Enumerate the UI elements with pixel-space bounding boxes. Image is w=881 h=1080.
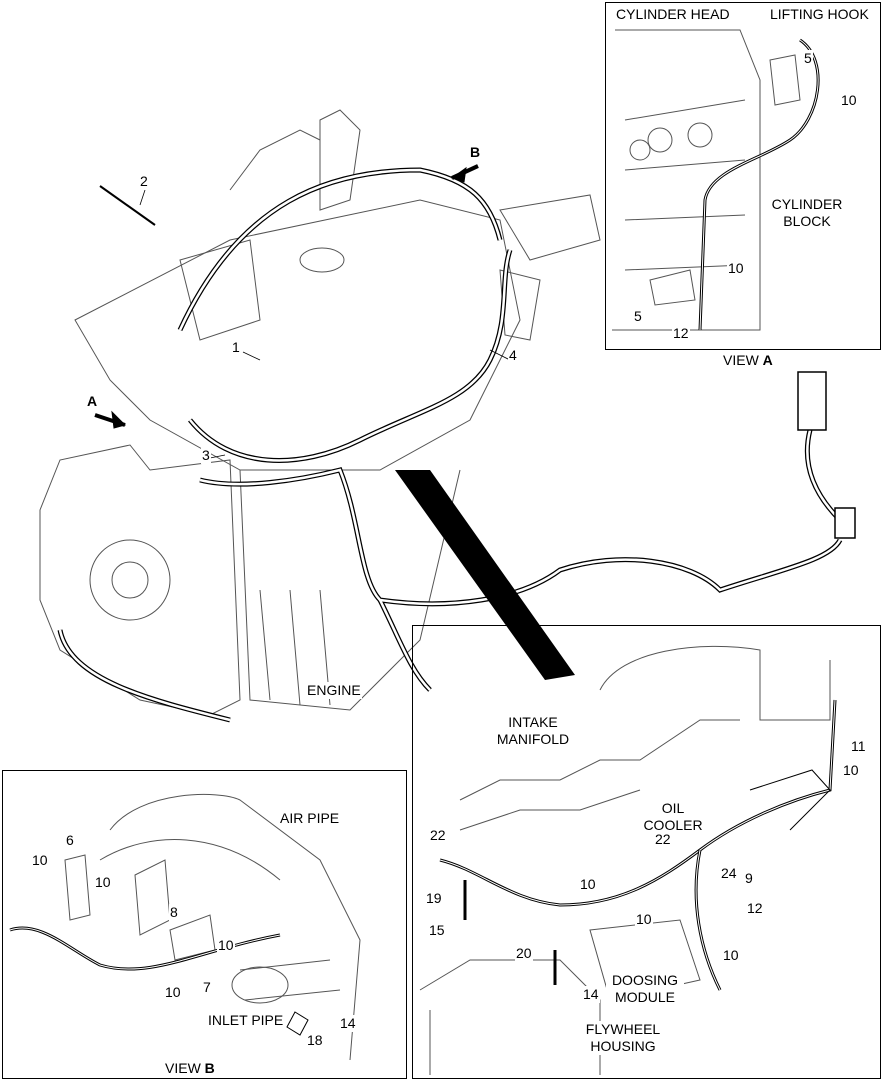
part-label: 10	[579, 876, 597, 893]
part-label: 5	[803, 50, 813, 67]
part-label: 4	[508, 347, 518, 364]
part-label: 12	[746, 900, 764, 917]
detail-artwork	[419, 645, 831, 1075]
label-line: INTAKE	[508, 714, 558, 730]
part-label: 10	[842, 762, 860, 779]
view-title-letter: A	[762, 352, 773, 368]
part-label: 10	[727, 260, 745, 277]
view-a-frame	[605, 2, 881, 350]
view-a-marker: A	[86, 393, 99, 410]
part-label: 9	[744, 870, 754, 887]
label-line: HOUSING	[590, 1038, 656, 1054]
part-label: 24	[720, 865, 738, 882]
part-label: 10	[164, 984, 182, 1001]
view-b-title: VIEW B	[164, 1060, 216, 1077]
detail-frame	[412, 625, 881, 1079]
connector	[797, 371, 827, 431]
label-line: CYLINDER	[771, 196, 843, 212]
part-label: 19	[425, 890, 443, 907]
view-title-prefix: VIEW	[165, 1060, 201, 1076]
inlet-pipe-label: INLET PIPE	[207, 1012, 285, 1029]
part-label: 20	[515, 945, 533, 962]
part-label: 14	[339, 1015, 357, 1032]
view-title-prefix: VIEW	[723, 352, 759, 368]
view-a-artwork	[612, 29, 801, 331]
label-line: MODULE	[615, 989, 675, 1005]
view-b-frame	[2, 770, 407, 1079]
cylinder-head-label: CYLINDER HEAD	[615, 6, 731, 23]
part-label: 18	[306, 1032, 324, 1049]
part-label: 10	[217, 937, 235, 954]
part-label: 2	[139, 173, 149, 190]
engine-label: ENGINE	[306, 682, 362, 699]
part-label: 7	[202, 979, 212, 996]
part-label: 11	[850, 738, 867, 755]
part-label: 15	[428, 922, 446, 939]
view-b-marker: B	[469, 144, 482, 161]
part-label: 10	[722, 947, 740, 964]
cable-tie	[99, 185, 156, 226]
part-label: 6	[65, 832, 75, 849]
view-a-title: VIEW A	[722, 352, 774, 369]
view-title-letter: B	[204, 1060, 215, 1076]
label-line: OIL	[661, 800, 685, 816]
label-line: COOLER	[643, 817, 703, 833]
part-label: 22	[429, 827, 447, 844]
label-line: DOOSING	[611, 972, 679, 988]
part-label: 10	[635, 911, 653, 928]
part-label: 12	[672, 325, 690, 342]
part-label: 14	[582, 986, 600, 1003]
part-label: 10	[31, 852, 49, 869]
part-label: 5	[633, 308, 643, 325]
air-pipe-label: AIR PIPE	[279, 810, 341, 827]
part-label: 8	[169, 904, 179, 921]
engine-outline	[39, 109, 601, 716]
lifting-hook-label: LIFTING HOOK	[769, 6, 870, 23]
part-label: 10	[840, 92, 858, 109]
detail-callout-wedge	[395, 470, 575, 680]
part-label: 1	[231, 339, 241, 356]
label-line: FLYWHEEL	[585, 1021, 661, 1037]
label-line: BLOCK	[783, 213, 831, 229]
part-label: 22	[654, 831, 672, 848]
label-line: MANIFOLD	[496, 731, 570, 747]
part-label: 3	[201, 447, 211, 464]
part-label: 10	[94, 874, 112, 891]
